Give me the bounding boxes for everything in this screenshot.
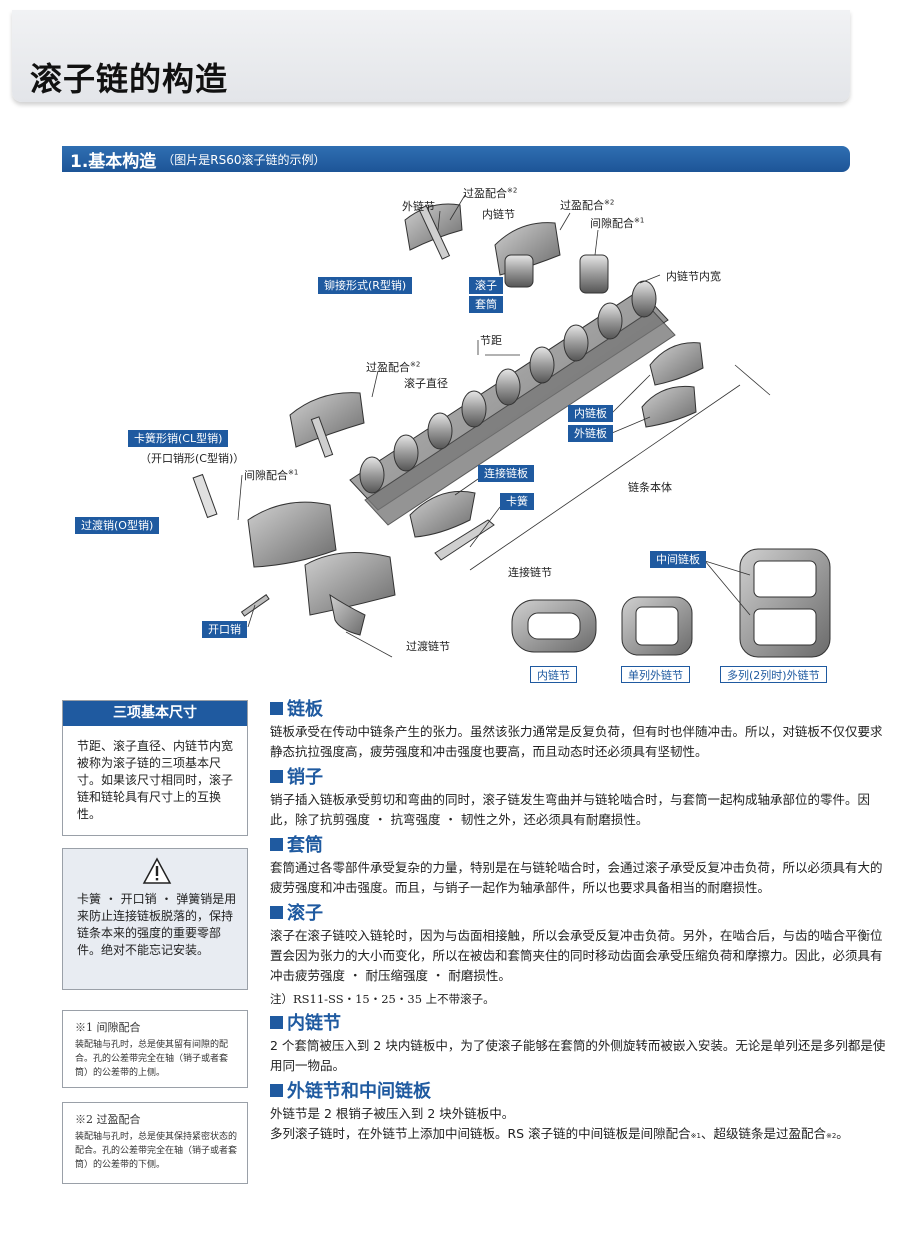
tag-outer-plate: 外链板	[568, 425, 613, 442]
note-clearance-fit: ※1 间隙配合 装配轴与孔时，总是使其留有间隙的配合。孔的公差带完全在轴（销子或…	[62, 1010, 248, 1088]
section-inner-link-text: 2 个套筒被压入到 2 块内链板中，为了使滚子能够在套筒的外侧旋转而被嵌入安装。…	[270, 1038, 886, 1073]
label-press-fit-3: 过盈配合※2	[366, 360, 421, 374]
section-bar: 1.基本构造 （图片是RS60滚子链的示例）	[62, 146, 850, 172]
tag-roller: 滚子	[469, 277, 503, 294]
section-roller-text: 滚子在滚子链咬入链轮时，因为与齿面相接触，所以会承受反复冲击负荷。另外，在啮合后…	[270, 928, 883, 983]
dimensions-box: 三项基本尺寸 节距、滚子直径、内链节内宽被称为滚子链的三项基本尺寸。如果该尺寸相…	[62, 700, 248, 836]
square-bullet-icon	[270, 906, 283, 919]
warning-text: 卡簧 ・ 开口销 ・ 弹簧销是用来防止连接链板脱落的，保持链条本来的强度的重要零…	[77, 892, 237, 957]
section-outer-link-title: 外链节和中间链板	[270, 1080, 888, 1104]
note-text: 装配轴与孔时，总是使其保持紧密状态的配合。孔的公差带完全在轴（销子或者套筒）的公…	[75, 1132, 238, 1170]
square-bullet-icon	[270, 838, 283, 851]
chain-diagram: 外链节 过盈配合※2 内链节 过盈配合※2 间隙配合※1 铆接形式(R型销) 滚…	[0, 175, 900, 690]
chain-illustration	[192, 194, 831, 658]
tag-spring-clip: 卡簧	[500, 493, 534, 510]
section-subtitle: （图片是RS60滚子链的示例）	[162, 152, 326, 167]
section-pin-text: 销子插入链板承受剪切和弯曲的同时，滚子链发生弯曲并与链轮啮合时，与套筒一起构成轴…	[270, 792, 871, 827]
section-outer-link-text: 外链节是 2 根销子被压入到 2 块外链板中。	[270, 1106, 515, 1121]
section-inner-link-title: 内链节	[270, 1012, 888, 1036]
label-clearance-fit-2: 间隙配合※1	[244, 468, 299, 482]
section-bushing-title: 套筒	[270, 834, 888, 858]
square-bullet-icon	[270, 1084, 283, 1097]
section-plate-title: 链板	[270, 698, 888, 722]
label-outer-link: 外链节	[402, 200, 435, 213]
tag-connecting-plate: 连接链板	[478, 465, 534, 482]
label-cotter-type: （开口销形(C型销)）	[140, 452, 245, 465]
page-header: 滚子链的构造	[12, 10, 850, 102]
label-chain-body: 链条本体	[628, 481, 672, 494]
dimensions-title: 三项基本尺寸	[63, 701, 247, 726]
label-pitch: 节距	[480, 334, 502, 347]
section-pin-title: 销子	[270, 766, 888, 790]
warning-box: 卡簧 ・ 开口销 ・ 弹簧销是用来防止连接链板脱落的，保持链条本来的强度的重要零…	[62, 848, 248, 990]
note-text: 装配轴与孔时，总是使其留有间隙的配合。孔的公差带完全在轴（销子或者套筒）的公差带…	[75, 1040, 229, 1078]
tag-single-outer-link: 单列外链节	[621, 666, 690, 683]
left-column: 三项基本尺寸 节距、滚子直径、内链节内宽被称为滚子链的三项基本尺寸。如果该尺寸相…	[62, 700, 248, 1184]
label-connecting-link: 连接链节	[508, 566, 552, 579]
section-plate-text: 链板承受在传动中链条产生的张力。虽然该张力通常是反复负荷，但有时也伴随冲击。所以…	[270, 724, 883, 759]
section-roller-note: 注）RS11-SS・15・25・35 上不带滚子。	[270, 992, 495, 1006]
label-roller-dia: 滚子直径	[404, 377, 448, 390]
square-bullet-icon	[270, 702, 283, 715]
page-title: 滚子链的构造	[30, 60, 229, 98]
warning-triangle-icon	[142, 857, 172, 884]
label-press-fit-1: 过盈配合※2	[463, 186, 518, 200]
section-outer-link-text-2: 多列滚子链时，在外链节上添加中间链板。RS 滚子链的中间链板是间隙配合※1、超级…	[270, 1126, 849, 1141]
tag-cotter-pin: 开口销	[202, 621, 247, 638]
chain-body-graphic	[349, 280, 676, 526]
label-inner-link: 内链节	[482, 208, 515, 221]
tag-spring-pin: 卡簧形销(CL型销)	[128, 430, 229, 447]
tag-middle-plate: 中间链板	[650, 551, 706, 568]
note-title: ※2 过盈配合	[75, 1113, 141, 1126]
tag-bushing: 套筒	[469, 296, 503, 313]
tag-multi-outer-link: 多列(2列时)外链节	[720, 666, 827, 683]
square-bullet-icon	[270, 770, 283, 783]
tag-offset-pin: 过渡销(O型销)	[75, 517, 160, 534]
label-press-fit-2: 过盈配合※2	[560, 198, 615, 212]
right-column: 链板 链板承受在传动中链条产生的张力。虽然该张力通常是反复负荷，但有时也伴随冲击…	[270, 698, 888, 1150]
section-roller-title: 滚子	[270, 902, 888, 926]
label-inner-width: 内链节内宽	[666, 270, 721, 283]
tag-inner-link-sample: 内链节	[530, 666, 577, 683]
square-bullet-icon	[270, 1016, 283, 1029]
section-bushing-text: 套筒通过各零部件承受复杂的力量，特别是在与链轮啮合时，会通过滚子承受反复冲击负荷…	[270, 860, 883, 895]
tag-inner-plate: 内链板	[568, 405, 613, 422]
label-offset-link: 过渡链节	[406, 640, 450, 653]
dimensions-text: 节距、滚子直径、内链节内宽被称为滚子链的三项基本尺寸。如果该尺寸相同时，滚子链和…	[77, 739, 234, 821]
note-press-fit: ※2 过盈配合 装配轴与孔时，总是使其保持紧密状态的配合。孔的公差带完全在轴（销…	[62, 1102, 248, 1184]
label-clearance-fit-1: 间隙配合※1	[590, 216, 645, 230]
section-title: 1.基本构造	[70, 151, 157, 172]
tag-riveted: 铆接形式(R型销)	[318, 277, 413, 294]
note-title: ※1 间隙配合	[75, 1021, 141, 1034]
